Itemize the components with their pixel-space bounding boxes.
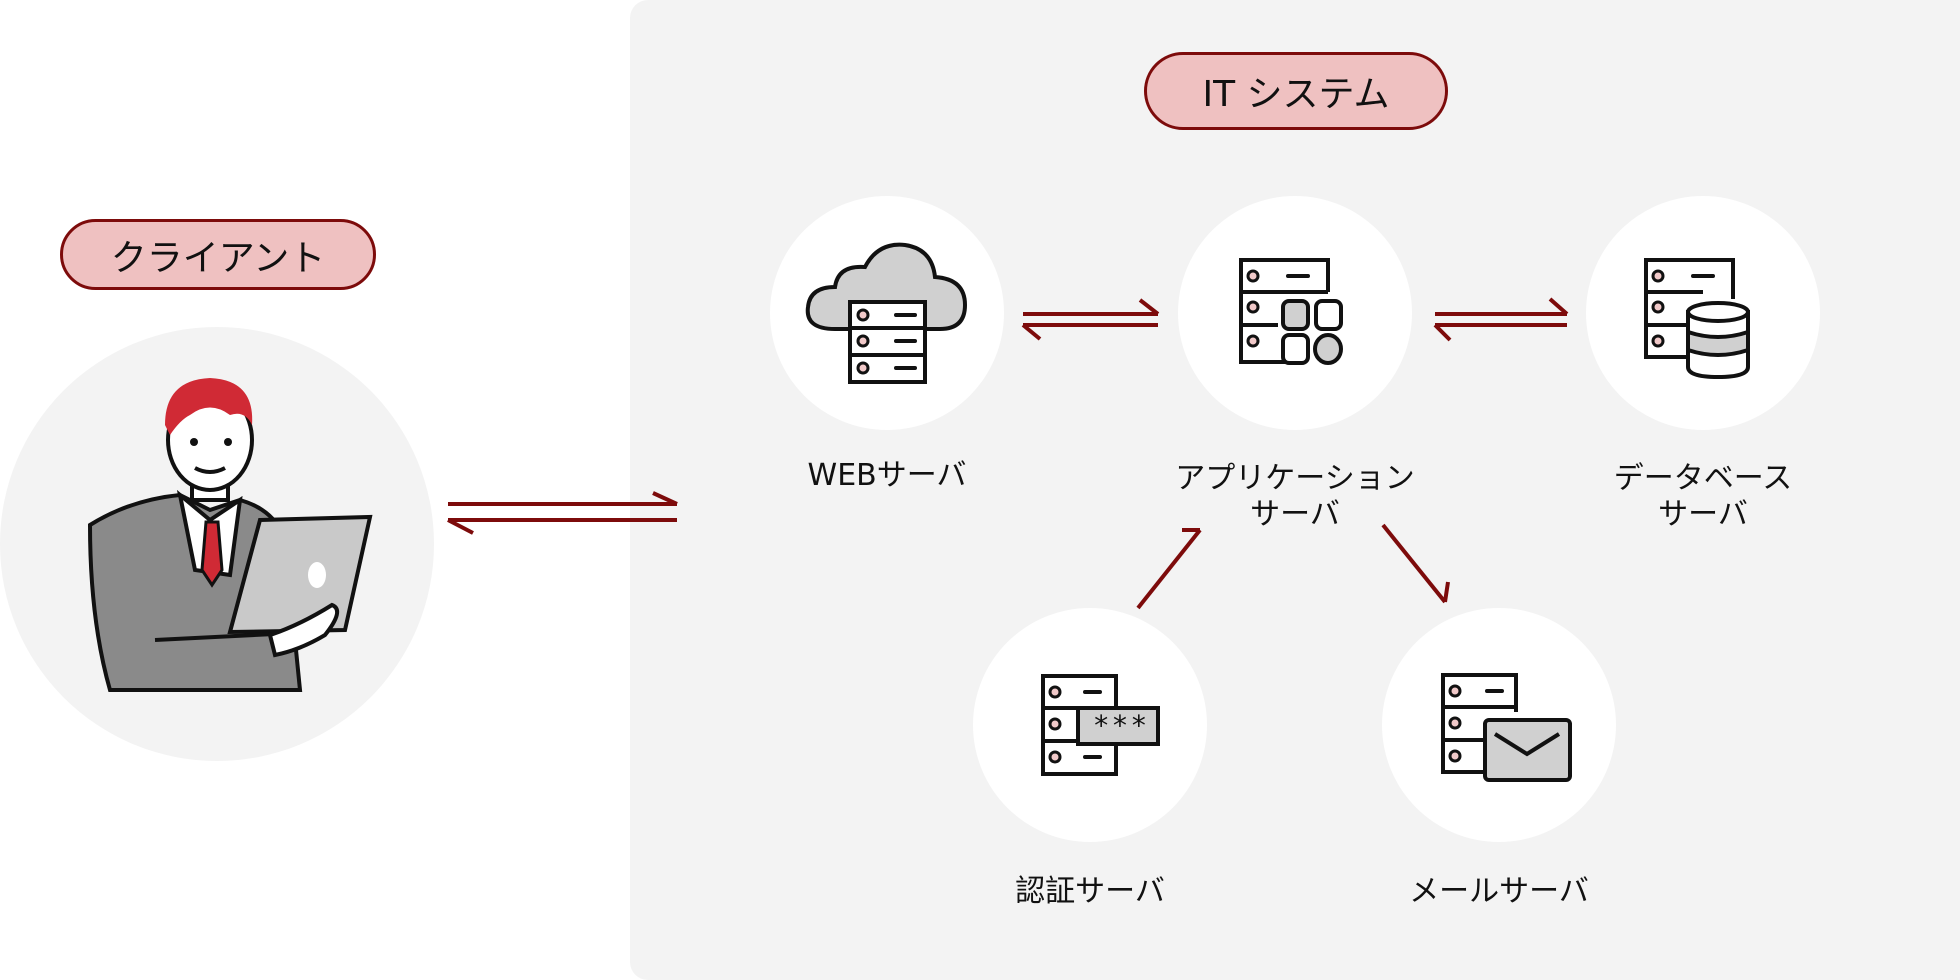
client-title-pill: クライアント: [60, 219, 376, 290]
database-server-icon: [1644, 258, 1750, 380]
arrow-web-app: [1021, 298, 1160, 341]
arrow-app-db: [1433, 297, 1569, 342]
database-server-label: データベース サーバ: [1613, 461, 1793, 532]
arrow-head-left: [447, 518, 474, 535]
web-server-label: WEBサーバ: [807, 458, 967, 493]
application-server-label: アプリケーション サーバ: [1175, 461, 1415, 532]
auth-server-icon: [1041, 674, 1160, 776]
client-title: クライアント: [110, 237, 326, 279]
arrow-client-web: [447, 491, 678, 535]
arrow-head-right: [652, 491, 678, 506]
auth-server-label: 認証サーバ: [1015, 874, 1165, 909]
it-system-panel: [630, 0, 1960, 980]
arrow-app-mail: [1381, 523, 1450, 604]
it-system-title: IT システム: [1202, 74, 1390, 115]
arrow-auth-app: [1136, 528, 1202, 610]
it-system-title-pill: IT システム: [1144, 52, 1448, 130]
businessman-laptop-icon: [87, 378, 373, 692]
password-mask: ***: [1092, 709, 1150, 742]
cloud-server-icon: [805, 242, 968, 384]
application-server-icon: [1239, 258, 1343, 365]
mail-server-label: メールサーバ: [1409, 874, 1589, 909]
mail-server-icon: [1441, 673, 1572, 782]
